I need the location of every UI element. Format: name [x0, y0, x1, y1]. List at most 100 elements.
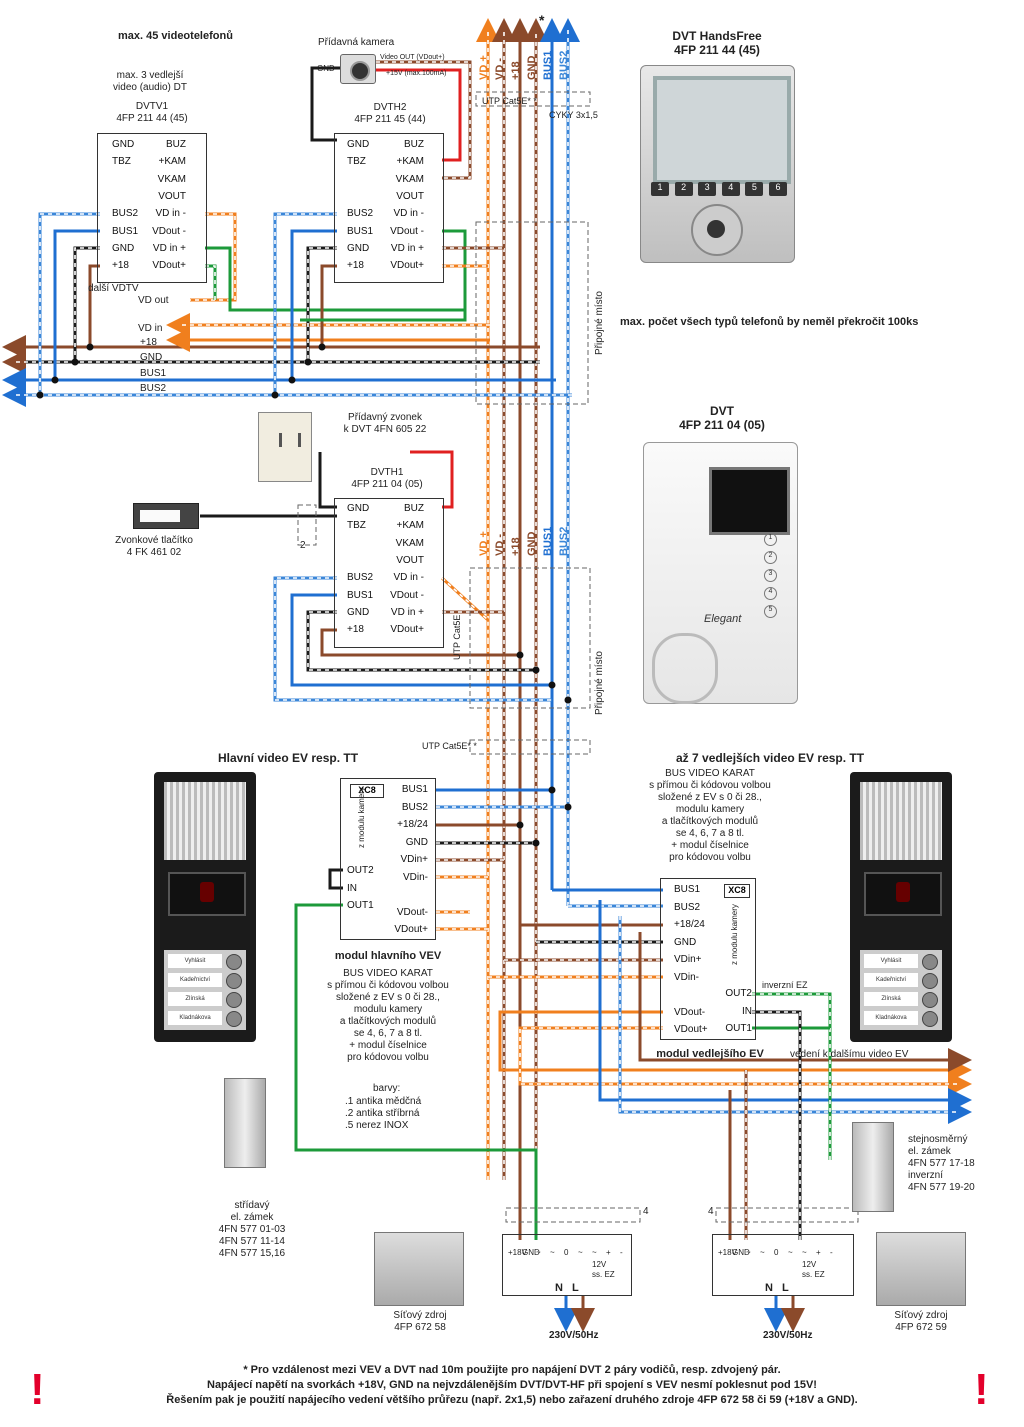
mains-left: 230V/50Hz [549, 1330, 599, 1341]
bell-buz [410, 450, 454, 509]
next-vdtv-label: další VDTV [88, 283, 139, 294]
dvtv1-code: 4FP 211 44 (45) [116, 113, 188, 124]
dvtv1-right-pin-3: VOUT [158, 190, 186, 202]
utp-vert-label: UTP Cat5E [452, 614, 462, 660]
desc-main-line-1: s přímou či kódovou volbou [327, 980, 449, 991]
dvth1-left-pin-6: GND [347, 606, 370, 618]
desc-sec-line-4: a tlačítkových modulů [661, 816, 759, 827]
dc-lock-device [852, 1122, 894, 1212]
main-in [328, 868, 343, 890]
psu-r-term-5: ~ [788, 1248, 793, 1257]
sec-module-box [660, 878, 756, 1040]
dvt-screen [709, 467, 790, 535]
panel-name-tag-3: Kladnákova [864, 1011, 918, 1025]
dvtv1-right-pin-2: VKAM [157, 173, 186, 185]
sec-out2 [752, 992, 832, 1160]
panel-name-tag-1: Kadeřnictví [168, 973, 222, 987]
dvth1-left-pin-5: BUS1 [347, 589, 374, 601]
lock-right-line-3: inverzní [908, 1170, 944, 1181]
dvt-key-2: 3 [764, 569, 777, 582]
max-secondary-label: max. 3 vedlejší [116, 70, 184, 81]
psu-r-12v-0: 12V [802, 1260, 817, 1269]
psu-l-term-0: +18V [508, 1248, 527, 1257]
dvtv1-left-pin-0: GND [112, 139, 135, 150]
dvth2-bus2-stripe [274, 213, 337, 395]
dvth1-right-pin-5: VDout - [390, 589, 424, 601]
vert-mid-3: GND [526, 531, 538, 556]
inverse-ez-label: inverzní EZ [762, 980, 808, 990]
asterisk-mark: * [539, 12, 545, 28]
psu-r-term-7: + [816, 1248, 821, 1257]
color-line-2: .5 nerez INOX [345, 1120, 409, 1131]
sec-vdout-minus [498, 1010, 972, 1082]
dvth1-gnd-stripe [307, 611, 536, 671]
hf-key-1: 2 [674, 182, 693, 196]
lock-right-line-1: el. zámek [908, 1146, 951, 1157]
main-right-pin-3: GND [405, 836, 428, 848]
dvt-key-3: 4 [764, 587, 777, 600]
dvth2-vdout-minus [300, 229, 467, 322]
dvth2-left-pin-4: BUS2 [347, 208, 374, 220]
vert-mid-1: VD - [494, 534, 506, 556]
bus-bus1-label: BUS1 [140, 368, 167, 379]
dvth2-bus2 [273, 212, 337, 395]
desc-main-line-0: BUS VIDEO KARAT [343, 968, 433, 979]
dvth1-right-pin-2: VKAM [395, 537, 424, 549]
main-right-pin-4: VDin+ [400, 854, 428, 865]
dvth1-bus2-stripe [274, 577, 552, 701]
panel-name-tag-2: Zlínská [168, 992, 222, 1006]
camera-lens-icon [200, 882, 214, 902]
main-left-pin-1: IN [347, 882, 357, 894]
main-left-pin-0: OUT2 [347, 865, 374, 876]
vert-top-0: VD + [478, 55, 490, 80]
bell-button-plate [140, 510, 180, 522]
footer-line-2: Řešením pak je použití napájecího vedení… [166, 1394, 858, 1406]
main-right-pin-5: VDin- [402, 871, 428, 883]
desc-sec-line-3: modulu kamery [675, 804, 745, 815]
desc-sec-line-5: se 4, 6, 7 a 8 tl. [675, 828, 745, 839]
max-secondary-label-2: video (audio) DT [113, 82, 187, 93]
dvtv1-name: DVTV1 [135, 101, 169, 112]
vert-top-4: BUS1 [542, 50, 554, 80]
vert-mid-4: BUS1 [542, 526, 554, 556]
junction-dot [548, 681, 556, 689]
dvtv1-vdout-stripe [205, 265, 216, 300]
psu-right-bundle [715, 1207, 859, 1223]
extra-camera-device [340, 54, 376, 84]
bell-button-code: 4 FK 461 02 [126, 547, 182, 558]
junction-dot [516, 651, 524, 659]
vert-mid-2: +18 [510, 537, 522, 556]
module-main-label: modul hlavního VEV [334, 950, 442, 962]
sec-left-pin-1: BUS2 [674, 901, 701, 913]
psu-l-term-8: - [620, 1248, 623, 1257]
psu-left-device [374, 1232, 464, 1306]
button-wire-bundle [297, 504, 317, 546]
lock-left-line-2: 4FN 577 01-03 [218, 1224, 286, 1235]
dvth2-gnd-stripe [307, 247, 337, 362]
dvtv1-right-pin-0: BUZ [166, 139, 186, 150]
extra-camera-label: Přídavná kamera [318, 37, 395, 48]
psu-r-12v-1: ss. EZ [802, 1270, 825, 1279]
panel-call-button-icon [226, 992, 242, 1008]
sec-right-pin-0: OUT2 [725, 988, 752, 999]
extra-bell-label-2: k DVT 4FN 605 22 [343, 424, 427, 435]
dvth1-right-pin-1: +KAM [396, 520, 424, 532]
psu-right-line-1: 4FP 672 59 [895, 1322, 947, 1333]
psu-r-term-0: +18V [718, 1248, 737, 1257]
dvth2-code: 4FP 211 45 (44) [354, 114, 426, 125]
panel-name-tag-2: Zlínská [864, 992, 918, 1006]
dvt-cord-icon [652, 633, 718, 704]
panel-name-tag-3: Kladnákova [168, 1011, 222, 1025]
dvth1-left-pin-7: +18 [347, 624, 364, 636]
junction-dot [532, 666, 540, 674]
junction-dot [71, 358, 79, 366]
main-out1 [294, 903, 538, 1240]
psu-l-12v-1: ss. EZ [592, 1270, 615, 1279]
cam-gnd [310, 66, 340, 142]
dvth2-right-pin-7: VDout+ [390, 260, 424, 272]
